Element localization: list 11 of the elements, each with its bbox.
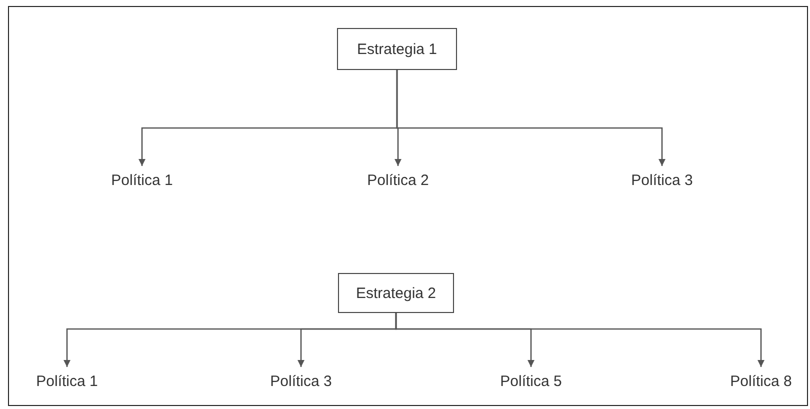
policy-label: Política 2 [358,168,438,192]
strategy-box: Estrategia 2 [338,273,454,313]
policy-label: Política 1 [102,168,182,192]
policy-label: Política 5 [491,369,571,393]
policy-label: Política 8 [721,369,801,393]
policy-label: Política 1 [27,369,107,393]
strategy-box: Estrategia 1 [337,28,457,70]
policy-label: Política 3 [622,168,702,192]
connector-arrow [396,70,666,166]
connector-arrow [395,313,764,367]
policy-label: Política 3 [261,369,341,393]
